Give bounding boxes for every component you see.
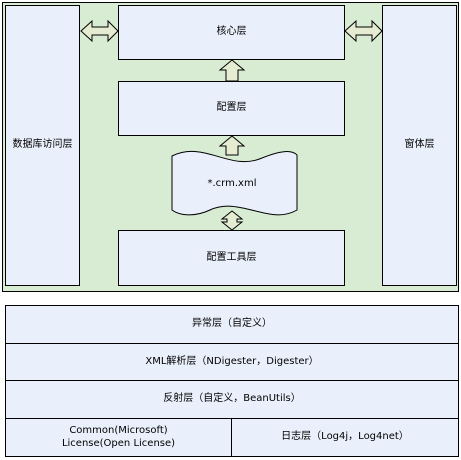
exception-layer-row: 异常层（自定义） (5, 305, 459, 344)
exception-layer-label: 异常层（自定义） (192, 318, 272, 330)
file-to-config-arrow (218, 135, 246, 156)
log-layer-cell: 日志层（Log4j，Log4net） (231, 418, 459, 457)
common-label: Common(Microsoft) (69, 425, 168, 436)
core-form-double-arrow (344, 19, 383, 43)
db-core-double-arrow (80, 19, 119, 43)
file-tool-double-arrow (220, 210, 244, 231)
core-layer-label: 核心层 (216, 26, 247, 38)
common-license-cell: Common(Microsoft) License(Open License) (5, 418, 232, 457)
core-layer-box: 核心层 (118, 5, 345, 60)
db-access-layer-label: 数据库访问层 (12, 139, 73, 151)
reflection-layer-row: 反射层（自定义，BeanUtils） (5, 380, 459, 419)
form-layer-box: 窗体层 (382, 5, 457, 286)
config-to-core-arrow (218, 59, 246, 82)
xml-parse-layer-row: XML解析层（NDigester，Digester） (5, 343, 459, 381)
config-tool-layer-box: 配置工具层 (118, 230, 345, 286)
form-layer-label: 窗体层 (404, 139, 435, 151)
reflection-layer-label: 反射层（自定义，BeanUtils） (163, 393, 301, 405)
license-label: License(Open License) (61, 437, 176, 449)
log-layer-label: 日志层（Log4j，Log4net） (281, 431, 409, 443)
config-file-label: *.crm.xml (208, 178, 257, 189)
config-layer-box: 配置层 (118, 81, 345, 136)
config-layer-label: 配置层 (216, 102, 247, 114)
config-tool-layer-label: 配置工具层 (206, 251, 257, 263)
xml-parse-layer-label: XML解析层（NDigester，Digester） (145, 355, 319, 367)
db-access-layer-box: 数据库访问层 (5, 5, 80, 286)
config-file-shape (171, 150, 298, 216)
